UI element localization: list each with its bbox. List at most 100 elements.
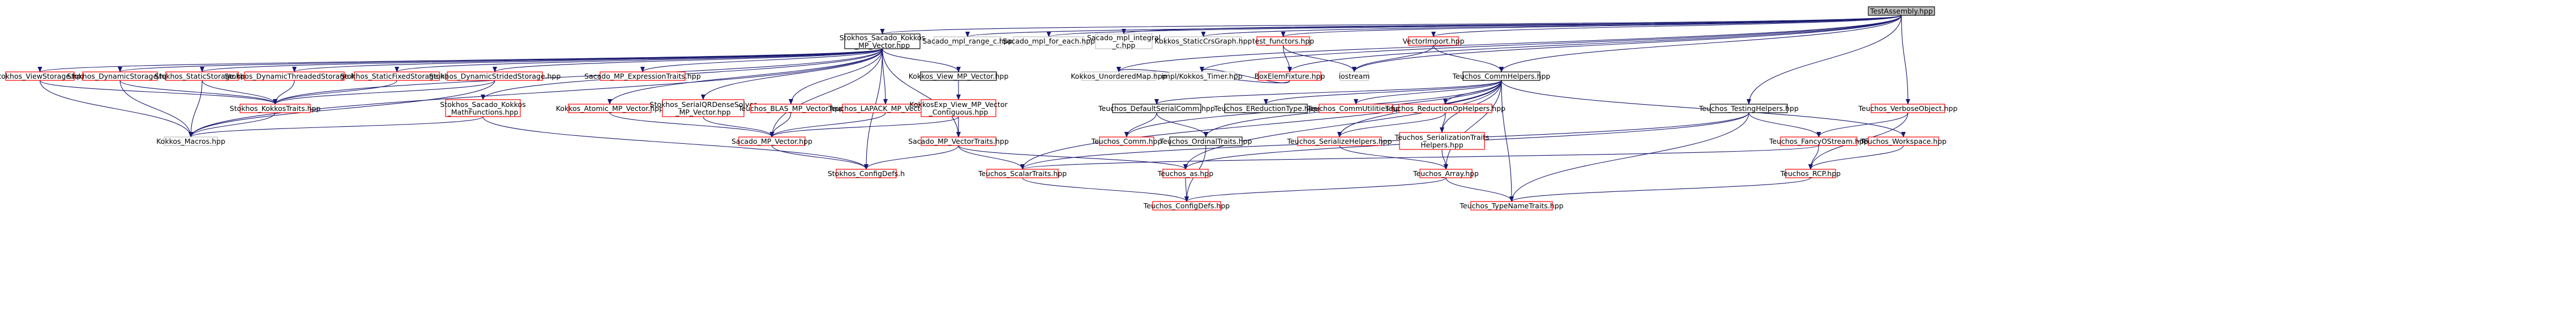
node-label: iostream [1339,72,1370,80]
node-impl_timer[interactable]: impl/Kokkos_Timer.hpp [1161,71,1243,81]
node-box [568,104,652,113]
node-atomic_mp[interactable]: Kokkos_Atomic_MP_Vector.hpp [556,104,664,113]
node-box [836,169,897,178]
node-scalar_traits[interactable]: Teuchos_ScalarTraits.hpp [978,169,1067,178]
node-label: Teuchos_CommUtilities.hpp [1307,104,1405,113]
node-label: Kokkos_Atomic_MP_Vector.hpp [556,104,664,113]
node-ereduction[interactable]: Teuchos_EReductionType.hpp [1213,104,1318,113]
edge-kokkos_traits-to-kokkos_macros [189,112,276,138]
node-box [1785,169,1836,178]
node-serial_qr[interactable]: Stokhos_SerialQRDenseSolver_MP_Vector.hp… [650,99,758,117]
edge-reduction_op-to-serialization_traits [1440,112,1446,133]
node-box [600,71,686,81]
edge-scalar_traits-to-teuchos_configdefs [1022,177,1189,202]
node-label: _MP_Vector.hpp [675,108,730,116]
node-teuchos_configdefs[interactable]: Teuchos_ConfigDefs.hpp [1143,201,1230,211]
node-ordinal_traits[interactable]: Teuchos_OrdinalTraits.hpp [1159,136,1252,146]
node-serialize_helpers[interactable]: Teuchos_SerializeHelpers.hpp [1286,136,1392,146]
edge-comm_helpers-to-teuchos_as [1183,80,1502,170]
edge-sskmpv-to-sacado_vec_traits [882,48,961,138]
edge-dyn_storage-to-kokkos_macros [119,80,193,138]
node-sacado_mp_vector[interactable]: Sacado_MP_Vector.hpp [731,136,812,146]
node-label: Kokkos_Macros.hpp [156,137,225,145]
node-root[interactable]: TestAssembly.hpp [1868,6,1935,16]
edge-comm_helpers-to-default_serial_comm [1154,80,1502,105]
edge-root-to-iostream [1352,15,1902,72]
node-static_crs[interactable]: Kokkos_StaticCrsGraph.hpp [1155,36,1252,46]
edge-root-to-testing_helpers [1747,15,1902,105]
node-label: Sacado_MP_ExpressionTraits.hpp [584,72,701,80]
edge-kokkosexp_view-to-sacado_mp_vector [769,116,959,138]
node-static_fixed[interactable]: Stokhos_StaticFixedStorage.hpp [340,71,454,81]
node-dyn_thr_storage[interactable]: Stokhos_DynamicThreadedStorage.hpp [224,71,365,81]
node-label: Stokhos_DynamicStorage.hpp [67,72,173,80]
node-mpl_integral[interactable]: Sacado_mpl_integral_c.hpp [1087,33,1161,50]
node-label: Stokhos_StaticStorage.hpp [155,72,250,80]
node-sacado_vec_traits[interactable]: Sacado_MP_VectorTraits.hpp [908,136,1009,146]
node-teuchos_as[interactable]: Teuchos_as.hpp [1157,169,1213,178]
node-label: Stokhos_Sacado_Kokkos [440,100,525,109]
node-mpl_for_each[interactable]: Sacado_mpl_for_each.hpp [1003,36,1095,46]
node-box [921,99,996,117]
node-label: Stokhos_ViewStorage.hpp [0,72,86,80]
node-label: Teuchos_Array.hpp [1413,169,1479,178]
node-kokkos_traits[interactable]: Stokhos_KokkosTraits.hpp [230,104,321,113]
node-comm_helpers[interactable]: Teuchos_CommHelpers.hpp [1452,71,1551,81]
node-box [354,71,440,81]
node-box_elem[interactable]: BoxElemFixture.hpp [1255,71,1325,81]
node-mpl_range_c[interactable]: Sacado_mpl_range_c.hpp [922,36,1013,46]
node-sskmpv[interactable]: Stokhos_Sacado_Kokkos_MP_Vector.hpp [840,33,925,50]
node-testing_helpers[interactable]: Teuchos_TestingHelpers.hpp [1698,104,1799,113]
node-dyn_strided[interactable]: Stokhos_DynamicStridedStorage.hpp [429,71,561,81]
edge-comm_helpers-to-ereduction [1264,80,1502,105]
node-teuchos_array[interactable]: Teuchos_Array.hpp [1413,169,1479,178]
node-sacado_expr[interactable]: Sacado_MP_ExpressionTraits.hpp [584,71,701,81]
edge-layer [38,15,1910,202]
node-kokkos_macros[interactable]: Kokkos_Macros.hpp [156,136,225,146]
node-view_storage[interactable]: Stokhos_ViewStorage.hpp [0,71,86,81]
node-teuchos_rcp[interactable]: Teuchos_RCP.hpp [1780,169,1841,178]
node-label: Stokhos_SerialQRDenseSolver [650,100,758,109]
node-box [239,104,311,113]
node-unordered_map[interactable]: Kokkos_UnorderedMap.hpp [1071,71,1167,81]
edge-testing_helpers-to-fancy_ostream [1748,112,1821,138]
node-label: Kokkos_StaticCrsGraph.hpp [1155,37,1252,45]
edge-testing_helpers-to-type_name_traits [1509,112,1749,202]
node-lapack_mp[interactable]: Teuchos_LAPACK_MP_Vector.hpp [828,104,943,113]
node-box [1780,136,1858,146]
node-box [1399,132,1485,150]
node-stokhos_configdefs[interactable]: Stokhos_ConfigDefs.h [828,169,905,178]
node-box [1868,6,1935,16]
node-test_functors[interactable]: test_functors.hpp [1252,36,1314,46]
edge-reduction_op-to-serialize_helpers [1337,112,1446,138]
node-box [986,169,1059,178]
node-sacado_math[interactable]: Stokhos_Sacado_Kokkos_MathFunctions.hpp [440,99,526,117]
node-default_serial_comm[interactable]: Teuchos_DefaultSerialComm.hpp [1098,104,1215,113]
node-blas_mp[interactable]: Teuchos_BLAS_MP_Vector.hpp [738,104,844,113]
node-box [1013,36,1085,46]
node-type_name_traits[interactable]: Teuchos_TypeNameTraits.hpp [1459,201,1564,211]
node-label: Sacado_MP_Vector.hpp [731,137,812,145]
edge-root-to-test_functors [1281,15,1902,37]
node-box [1462,71,1541,81]
node-fancy_ostream[interactable]: Teuchos_FancyOStream.hpp [1769,136,1868,146]
node-static_storage[interactable]: Stokhos_StaticStorage.hpp [155,71,250,81]
node-verbose_object[interactable]: Teuchos_VerboseObject.hpp [1858,104,1958,113]
node-dyn_storage[interactable]: Stokhos_DynamicStorage.hpp [67,71,173,81]
node-label: Teuchos_LAPACK_MP_Vector.hpp [828,104,942,113]
node-comm_utilities[interactable]: Teuchos_CommUtilities.hpp [1307,104,1405,113]
node-iostream[interactable]: iostream [1339,71,1370,81]
node-reduction_op[interactable]: Teuchos_ReductionOpHelpers.hpp [1385,104,1505,113]
node-box [447,71,543,81]
node-teuchos_comm[interactable]: Teuchos_Comm.hpp [1091,136,1162,146]
edge-workspace-to-teuchos_rcp [1808,145,1904,170]
node-vector_import[interactable]: VectorImport.hpp [1402,36,1465,46]
node-label: Teuchos_OrdinalTraits.hpp [1159,137,1252,145]
node-kokkosexp_view[interactable]: KokkosExp_View_MP_Vector_Contiguous.hpp [909,99,1008,117]
node-label: impl/Kokkos_Timer.hpp [1161,72,1242,80]
node-kokkos_view_mp[interactable]: Kokkos_View_MP_Vector.hpp [909,71,1009,81]
node-workspace[interactable]: Teuchos_Workspace.hpp [1860,136,1946,146]
node-label: _Contiguous.hpp [928,108,989,116]
node-box [1470,201,1553,211]
